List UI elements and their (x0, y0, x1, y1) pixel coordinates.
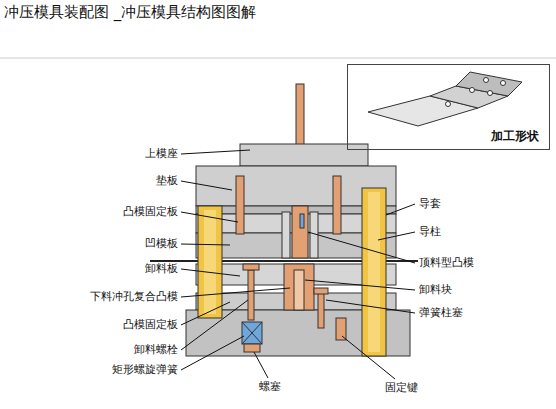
part-label: 顶料型凸模 (418, 256, 475, 269)
leader-lines (181, 150, 415, 379)
part-label: 导柱 (418, 225, 442, 238)
inset-box: 加工形状 (347, 64, 550, 150)
inset-caption: 加工形状 (489, 128, 541, 145)
page-title: 冲压模具装配图 _冲压模具结构图图解 (4, 3, 256, 21)
die-body (150, 84, 420, 356)
part-label: 下料冲孔复合凸模 (89, 290, 179, 303)
part-label: 卸料螺栓 (133, 343, 179, 356)
part-label: 固定键 (384, 381, 419, 394)
part-label: 矩形螺旋弹簧 (111, 363, 179, 376)
part-label: 凹模板 (144, 237, 179, 250)
part-label: 导套 (418, 197, 442, 210)
part-label: 上模座 (144, 147, 179, 160)
part-label: 凸模固定板 (122, 318, 179, 331)
part-label: 卸料块 (418, 283, 453, 296)
part-label: 螺塞 (258, 380, 282, 393)
part-label: 弹簧柱塞 (418, 306, 464, 319)
part-label: 卸料板 (144, 262, 179, 275)
part-label: 凸模固定板 (122, 205, 179, 218)
part-label: 垫板 (155, 174, 179, 187)
separator-line (0, 58, 556, 59)
part-illustration (368, 72, 522, 126)
